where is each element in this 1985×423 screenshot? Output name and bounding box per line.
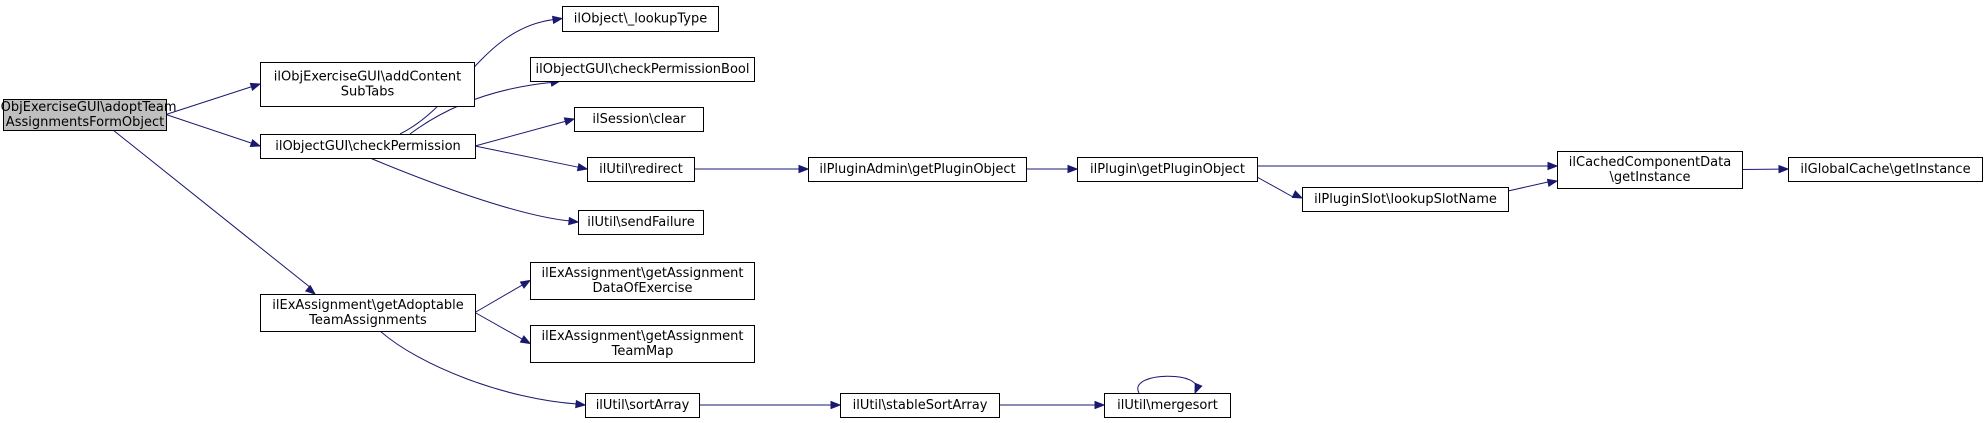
node-redirect[interactable]: ilUtil\redirect	[587, 157, 695, 182]
nodes-layer: ilObjExerciseGUI\adoptTeamAssignmentsFor…	[0, 6, 1983, 418]
node-label: ilExAssignment\getAdoptable	[272, 298, 463, 313]
edge-get-adoptable-to-get-assignment-team-map	[474, 312, 532, 345]
node-label: TeamAssignments	[308, 313, 427, 328]
node-box	[530, 325, 755, 363]
edge-adopt-to-check-permission	[165, 114, 262, 147]
node-lookup-type[interactable]: ilObject\_lookupType	[562, 6, 719, 32]
node-label: ilObject\_lookupType	[574, 12, 707, 27]
edges-layer	[112, 15, 1790, 410]
node-label: ilUtil\sortArray	[596, 398, 690, 413]
node-mergesort[interactable]: ilUtil\mergesort	[1104, 393, 1231, 418]
node-box	[1104, 393, 1231, 418]
node-label: ilExAssignment\getAssignment	[542, 266, 744, 281]
edge-mergesort-to-mergesort	[1137, 375, 1203, 395]
node-plugin-admin-get[interactable]: ilPluginAdmin\getPluginObject	[808, 157, 1027, 182]
node-box	[1557, 151, 1743, 189]
edge-cached-component-to-global-cache	[1741, 164, 1790, 174]
node-label: ilUtil\redirect	[599, 162, 683, 177]
node-box	[808, 157, 1027, 182]
node-label: DataOfExercise	[593, 281, 693, 296]
edge-lookup-slot-name-to-cached-component	[1507, 178, 1559, 192]
node-box	[1077, 157, 1258, 182]
node-stable-sort-array[interactable]: ilUtil\stableSortArray	[840, 393, 1000, 418]
node-box	[587, 157, 695, 182]
node-label: SubTabs	[341, 85, 395, 100]
node-check-permission[interactable]: ilObjectGUI\checkPermission	[260, 134, 476, 159]
edge-plugin-get-to-cached-component	[1257, 161, 1559, 171]
node-sort-array[interactable]: ilUtil\sortArray	[585, 393, 700, 418]
node-box	[260, 62, 475, 107]
node-label: ilPluginAdmin\getPluginObject	[819, 162, 1015, 177]
node-label: ilUtil\sendFailure	[587, 215, 694, 230]
node-send-failure[interactable]: ilUtil\sendFailure	[578, 210, 704, 235]
edge-adopt-to-add-content	[165, 82, 262, 115]
edge-check-permission-to-redirect	[474, 145, 589, 172]
node-get-assignment-data[interactable]: ilExAssignment\getAssignmentDataOfExerci…	[530, 262, 755, 300]
edge-check-permission-to-send-failure	[369, 157, 580, 226]
node-adopt[interactable]: ilObjExerciseGUI\adoptTeamAssignmentsFor…	[0, 99, 177, 131]
node-label: ilGlobalCache\getInstance	[1800, 162, 1970, 177]
node-box	[530, 262, 755, 300]
node-cached-component[interactable]: ilCachedComponentData\getInstance	[1557, 151, 1743, 189]
node-plugin-get[interactable]: ilPlugin\getPluginObject	[1077, 157, 1258, 182]
node-label: ilSession\clear	[592, 112, 686, 127]
node-label: ilObjExerciseGUI\addContent	[274, 70, 461, 85]
node-label: ilUtil\mergesort	[1117, 398, 1218, 413]
node-box	[562, 6, 719, 32]
node-box	[1302, 187, 1509, 212]
edge-get-adoptable-to-sort-array	[379, 330, 587, 409]
node-label: ilPluginSlot\lookupSlotName	[1314, 192, 1497, 207]
node-global-cache[interactable]: ilGlobalCache\getInstance	[1788, 157, 1983, 182]
node-box	[574, 107, 704, 132]
node-lookup-slot-name[interactable]: ilPluginSlot\lookupSlotName	[1302, 187, 1509, 212]
edge-get-adoptable-to-get-assignment-data	[474, 279, 532, 313]
node-label: ilObjectGUI\checkPermissionBool	[536, 62, 750, 77]
node-label: TeamMap	[611, 344, 674, 359]
edge-redirect-to-plugin-admin-get	[694, 164, 810, 174]
node-check-permission-bool[interactable]: ilObjectGUI\checkPermissionBool	[530, 57, 755, 82]
edge-plugin-get-to-lookup-slot-name	[1256, 176, 1304, 199]
node-label: ilExAssignment\getAssignment	[542, 329, 744, 344]
edge-check-permission-to-session-clear	[474, 117, 576, 147]
node-box	[840, 393, 1000, 418]
node-box	[578, 210, 704, 235]
node-label: \getInstance	[1609, 170, 1690, 185]
node-box	[3, 99, 167, 131]
node-get-adoptable[interactable]: ilExAssignment\getAdoptableTeamAssignmen…	[260, 294, 476, 332]
edge-adopt-to-get-adoptable	[112, 129, 317, 295]
edge-sort-array-to-stable-sort-array	[699, 400, 842, 410]
node-box	[260, 294, 476, 332]
node-session-clear[interactable]: ilSession\clear	[574, 107, 704, 132]
node-label: ilPlugin\getPluginObject	[1090, 162, 1245, 177]
node-label: ilObjectGUI\checkPermission	[275, 139, 461, 154]
node-label: AssignmentsFormObject	[6, 115, 164, 130]
node-box	[260, 134, 476, 159]
edge-stable-sort-array-to-mergesort	[999, 400, 1106, 410]
node-box	[1788, 157, 1983, 182]
edge-plugin-admin-get-to-plugin-get	[1026, 164, 1079, 174]
node-box	[585, 393, 700, 418]
node-label: ilCachedComponentData	[1569, 155, 1731, 170]
node-box	[530, 57, 755, 82]
node-label: ilUtil\stableSortArray	[853, 398, 988, 413]
node-label: ilObjExerciseGUI\adoptTeam	[0, 100, 177, 115]
